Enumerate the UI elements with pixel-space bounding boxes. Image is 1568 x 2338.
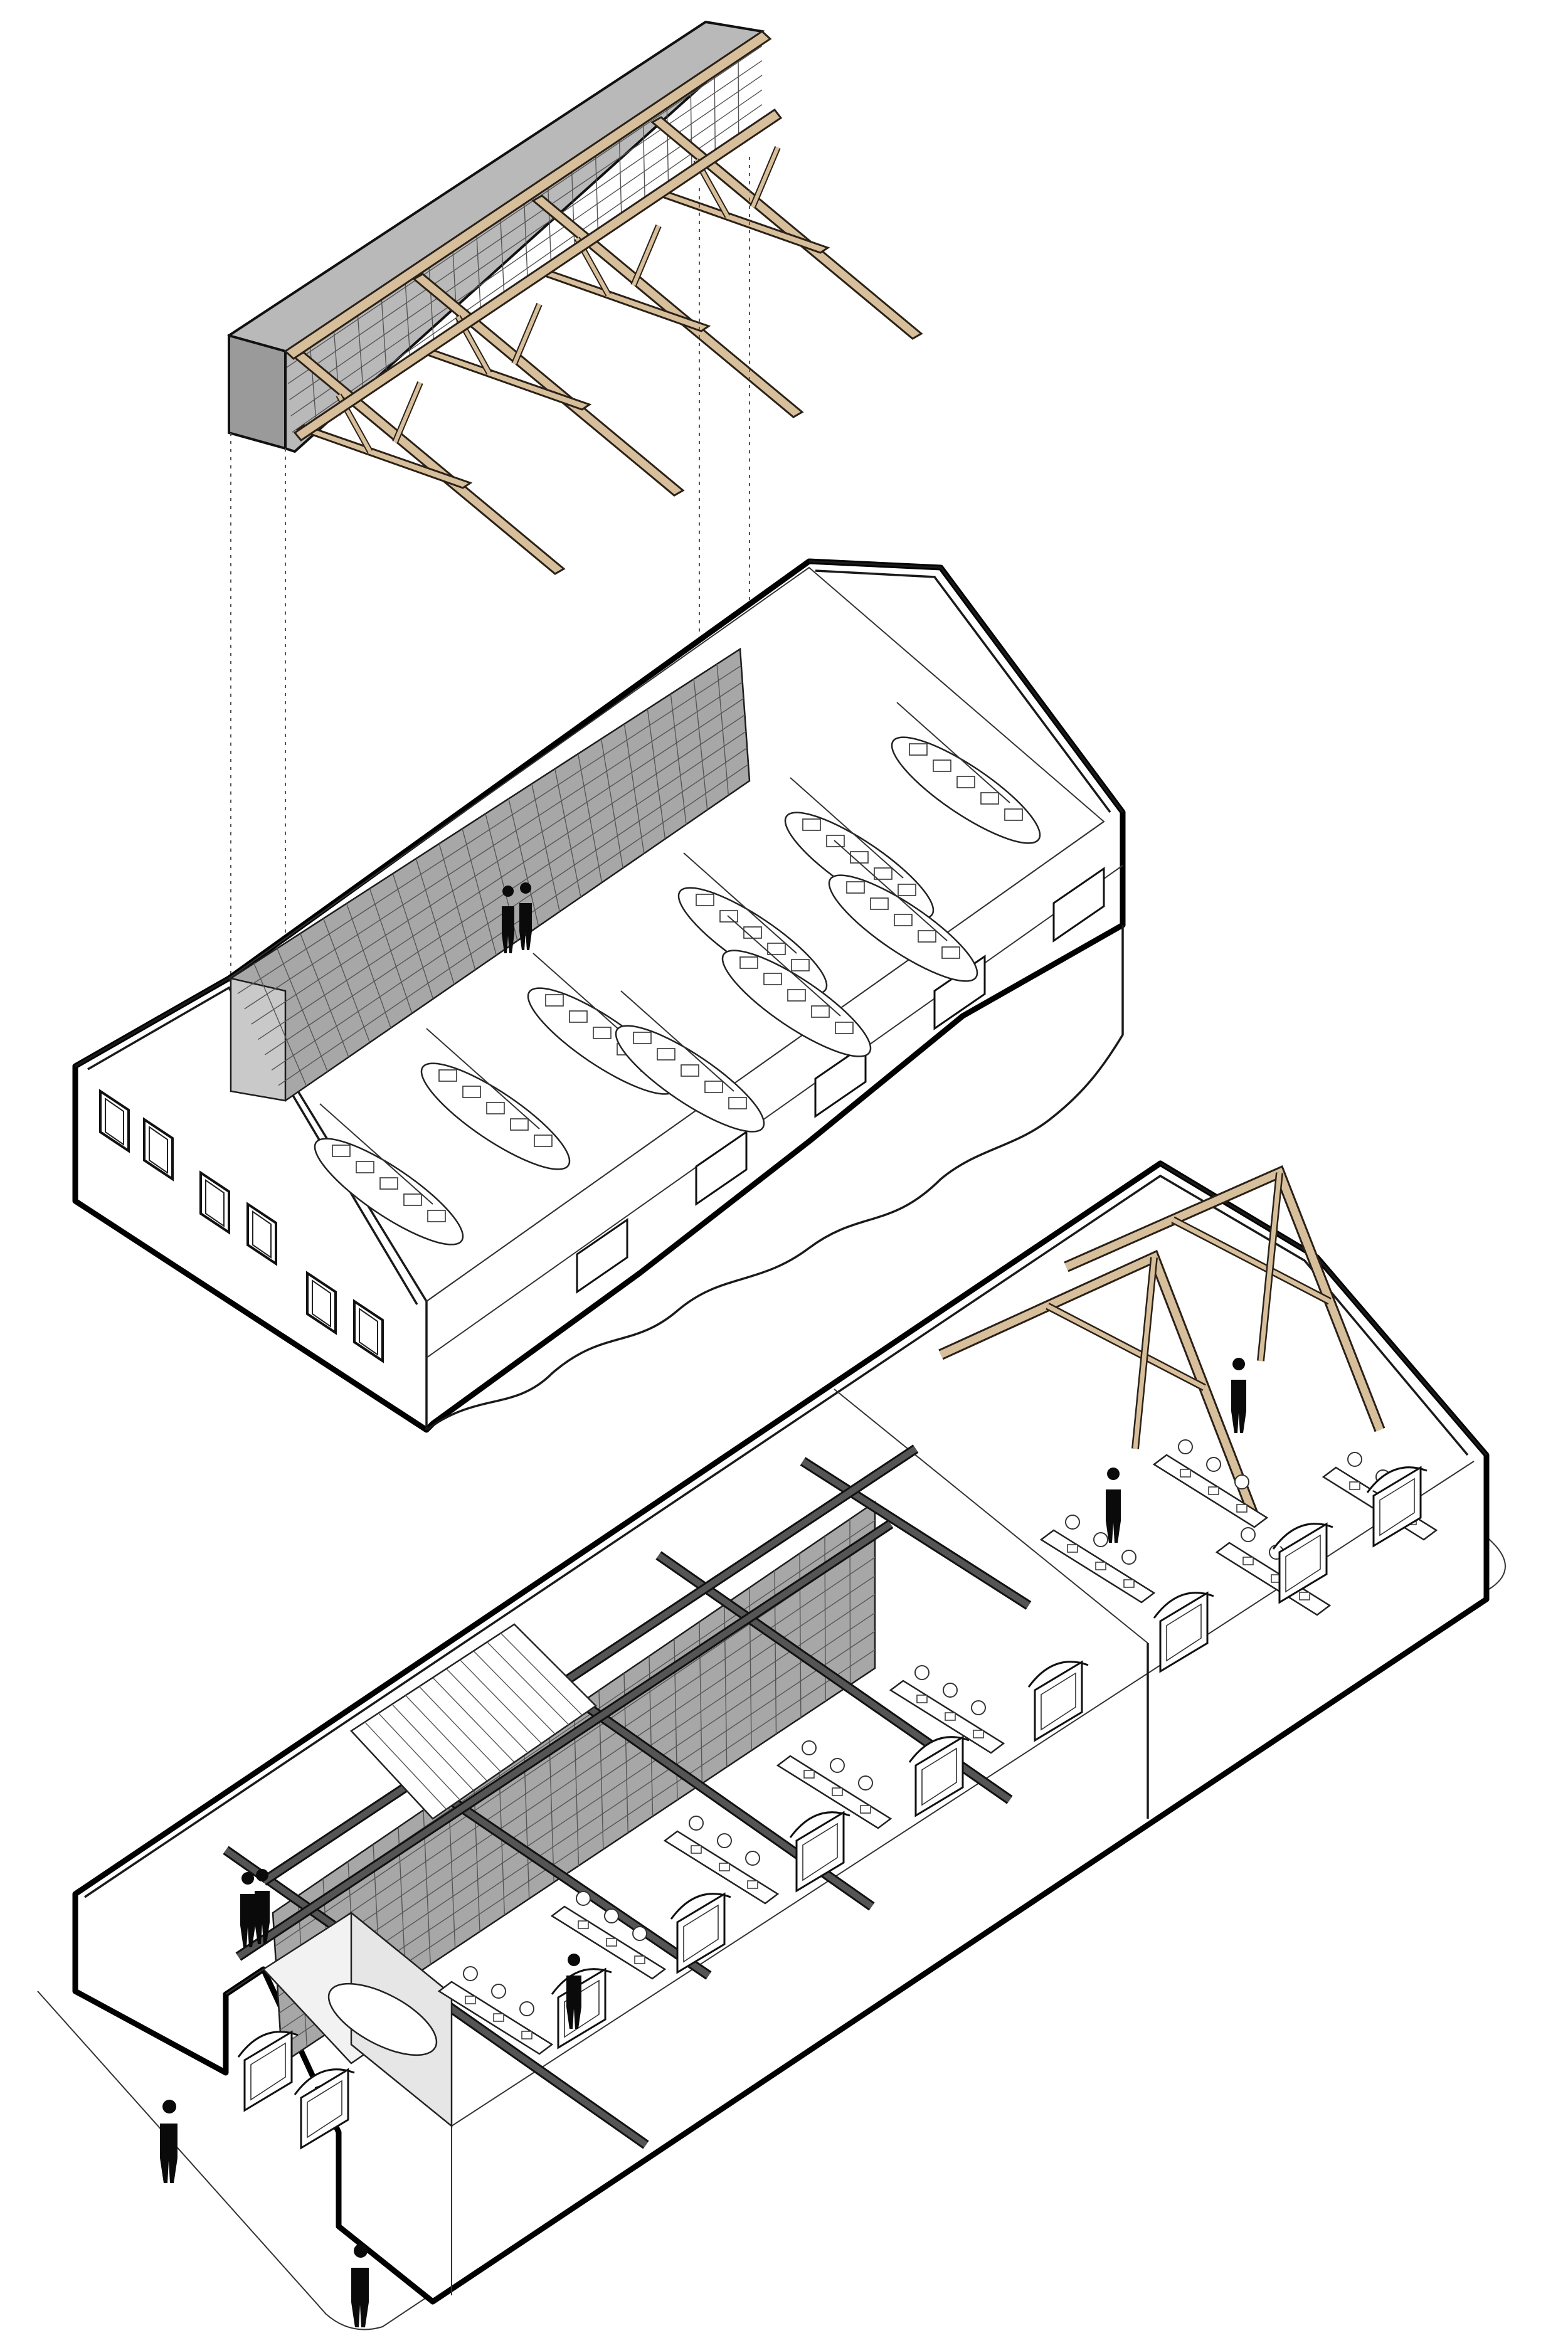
ground-timber-trusses <box>938 1165 1385 1520</box>
arched-window <box>1153 1591 1214 1673</box>
window <box>199 1170 230 1235</box>
desk-row <box>550 1891 667 1980</box>
upper-people <box>502 882 532 953</box>
person-figure <box>255 1869 270 1944</box>
window <box>576 1218 628 1294</box>
desk-row <box>1152 1439 1269 1528</box>
window <box>246 1202 277 1266</box>
desk-row <box>1039 1515 1156 1604</box>
window <box>353 1299 384 1363</box>
desk-row <box>663 1816 780 1905</box>
arched-window <box>1027 1660 1089 1742</box>
desk-cluster <box>615 990 765 1133</box>
arched-window <box>908 1735 970 1817</box>
desk-cluster <box>420 1028 571 1170</box>
person-figure <box>1106 1468 1121 1543</box>
person-figure <box>240 1872 255 1947</box>
desk-cluster <box>891 702 1041 844</box>
roof-trusses <box>293 116 923 575</box>
person-figure <box>502 886 514 953</box>
timber-truss <box>1064 1165 1385 1432</box>
roof-truss-assembly <box>227 20 923 575</box>
window <box>143 1117 174 1182</box>
arched-window <box>1366 1466 1428 1548</box>
roof-truss <box>650 116 923 340</box>
alignment-lines <box>230 157 750 978</box>
person-figure <box>160 2099 177 2183</box>
arched-window <box>670 1892 731 1974</box>
desk-cluster <box>314 1103 464 1246</box>
upper-shelving-wall <box>230 647 751 1102</box>
window <box>1052 867 1105 943</box>
arched-window <box>789 1811 850 1893</box>
ground-floor-plan <box>37 1160 1506 2330</box>
desk-row <box>776 1740 893 1829</box>
roof-truss <box>531 194 804 418</box>
desk-row <box>437 1966 554 2055</box>
desk-cluster <box>721 915 872 1057</box>
timber-truss <box>938 1249 1260 1520</box>
desk-row <box>889 1665 1005 1754</box>
person-figure <box>1231 1358 1246 1433</box>
ground-stair <box>350 1623 597 1820</box>
desk-cluster <box>828 840 978 982</box>
person-figure <box>519 882 532 950</box>
person-figure <box>351 2243 369 2327</box>
person-figure <box>566 1954 581 2029</box>
upper-desk-clusters <box>314 702 1041 1246</box>
window <box>695 1130 748 1206</box>
window <box>306 1271 337 1335</box>
desk-cluster <box>677 852 828 995</box>
arched-window <box>294 2068 355 2150</box>
roof-truss <box>293 351 566 575</box>
arched-window <box>1272 1522 1333 1604</box>
desk-cluster <box>784 777 935 919</box>
ground-arched-windows <box>237 1466 1428 2150</box>
roof-purlins <box>283 30 783 442</box>
glass-meeting-room <box>262 1911 453 2128</box>
arched-window <box>237 2030 299 2112</box>
site-outline <box>37 1473 1506 2330</box>
window <box>99 1089 130 1153</box>
upper-floor-plan <box>72 558 1126 1433</box>
ground-people <box>160 1358 1246 2327</box>
